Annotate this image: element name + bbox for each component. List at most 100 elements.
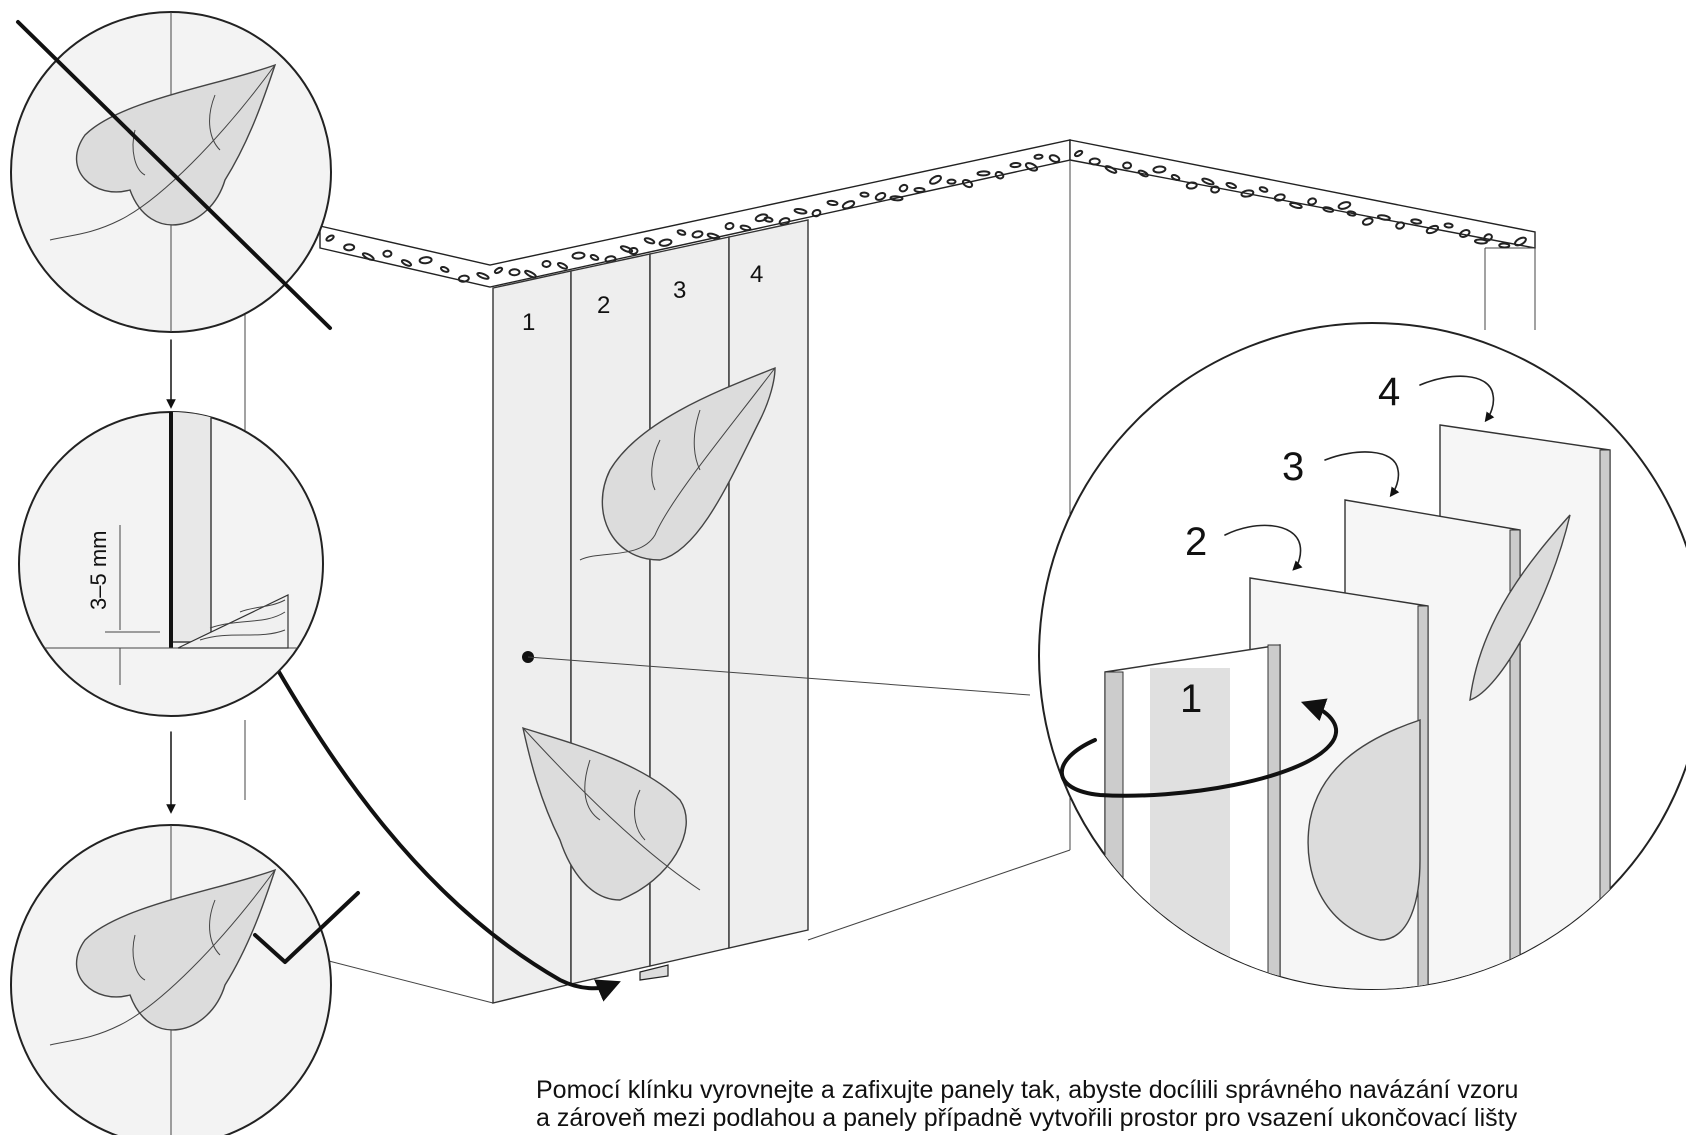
ceiling-speckle — [1322, 206, 1335, 213]
ceiling-band-right — [1069, 139, 1536, 249]
ceiling-speckle — [1240, 189, 1255, 198]
detail-circle-gap: 3–5 mm — [18, 411, 324, 717]
ceiling-speckle — [1170, 174, 1181, 181]
ceiling-speckle — [556, 261, 569, 270]
ceiling-speckle — [1337, 201, 1352, 210]
panel-label-2: 2 — [597, 292, 610, 319]
ceiling-speckle — [1009, 162, 1022, 169]
ceiling-speckle — [361, 252, 375, 261]
panel-label-4: 4 — [750, 261, 763, 288]
ceiling-speckle — [874, 192, 887, 201]
ceiling-speckle — [1513, 236, 1527, 247]
caption-line-2: a zároveň mezi podlahou a panely případn… — [536, 1104, 1518, 1132]
ceiling-speckle — [1104, 165, 1118, 174]
arrow-2 — [1224, 524, 1303, 571]
ceiling-speckle — [541, 259, 552, 268]
ceiling-speckle — [1425, 224, 1440, 235]
arrow-3 — [1324, 451, 1400, 498]
ceiling-speckle — [1395, 221, 1405, 230]
panel-label-1: 1 — [522, 309, 535, 336]
ceiling-speckle — [658, 238, 673, 247]
ceiling-speckle — [1459, 229, 1471, 238]
ceiling-speckle — [1033, 153, 1044, 160]
zoom-label-1: 1 — [1180, 677, 1202, 721]
ceiling-speckle — [1410, 218, 1423, 225]
panel-leaf-upper — [579, 366, 776, 561]
ceiling-speckle — [1073, 149, 1084, 158]
ceiling-speckle — [571, 251, 586, 260]
wedge-pointer-arrow — [270, 658, 621, 1002]
ceiling-speckle — [1483, 233, 1493, 242]
ceiling-speckle — [889, 195, 904, 202]
detail-circle-correct — [10, 824, 360, 1135]
ceiling-speckle — [1361, 217, 1374, 226]
ceiling-speckle — [1346, 210, 1357, 217]
zoom-label-2: 2 — [1185, 520, 1207, 564]
zoom-number-labels: 1 2 3 4 — [1180, 370, 1400, 721]
ceiling-speckle — [929, 174, 942, 185]
ceiling-speckle — [400, 259, 413, 267]
ceiling-speckle — [859, 191, 870, 198]
check-mark-icon — [253, 891, 360, 964]
zoom-label-3: 3 — [1282, 445, 1304, 489]
ceiling-speckle — [946, 178, 957, 185]
panel-number-labels: 1 2 3 4 — [522, 261, 763, 336]
ceiling-speckle — [1289, 201, 1303, 210]
ceiling-speckle — [1376, 214, 1391, 221]
ceiling-speckle — [739, 224, 752, 232]
ceiling-speckle — [325, 234, 335, 242]
zoom-circle — [1038, 322, 1686, 990]
ceiling-speckle — [976, 170, 991, 177]
ceiling-speckle — [628, 246, 639, 256]
ceiling-speckle — [476, 271, 490, 280]
panel-4 — [728, 219, 809, 949]
ceiling-speckle — [619, 245, 634, 254]
ceiling-speckle-pattern — [325, 149, 1527, 283]
ceiling-speckle — [382, 249, 393, 258]
detail-circle-wrong — [10, 11, 332, 333]
panel-leaf-lower — [522, 726, 701, 901]
ceiling-speckle — [676, 229, 687, 236]
panel-label-3: 3 — [673, 277, 686, 304]
ceiling-speckle — [706, 232, 721, 240]
ceiling-speckle — [961, 178, 974, 189]
ceiling-speckle — [811, 208, 822, 218]
ceiling-speckle — [343, 243, 356, 252]
arrow-4 — [1419, 375, 1495, 423]
zoom-label-4: 4 — [1378, 370, 1400, 414]
ceiling-speckle — [493, 266, 504, 275]
callout-line — [527, 656, 1031, 696]
ceiling-speckle — [589, 254, 600, 261]
ceiling-speckle — [763, 216, 774, 223]
ceiling-speckle — [457, 274, 470, 283]
ceiling-speckle — [1210, 185, 1221, 194]
room-walls — [244, 139, 1536, 1004]
ceiling-speckle — [691, 230, 704, 239]
ceiling-speckle — [643, 237, 656, 245]
ceiling-speckle — [1443, 222, 1454, 229]
ceiling-speckle — [1201, 177, 1215, 186]
rotate-arrow-icon — [1059, 698, 1338, 798]
ceiling-speckle — [724, 221, 735, 231]
wall-panels — [492, 219, 1031, 1004]
ceiling-speckle — [898, 183, 909, 193]
ceiling-speckle — [754, 213, 769, 223]
ceiling-speckle — [439, 265, 450, 273]
ceiling-speckle — [1273, 193, 1286, 202]
ceiling-speckle — [1185, 181, 1198, 190]
ceiling-speckle — [1307, 197, 1318, 206]
ceiling-speckle — [1152, 165, 1167, 174]
caption-line-1: Pomocí klínku vyrovnejte a zafixujte pan… — [536, 1076, 1519, 1104]
ceiling-speckle — [1122, 161, 1133, 170]
wedge — [639, 964, 669, 981]
gap-dimension-label: 3–5 mm — [86, 531, 111, 610]
ceiling-speckle — [994, 170, 1005, 180]
ceiling-speckle — [1498, 242, 1511, 249]
ceiling-speckle — [1137, 169, 1149, 178]
ceiling-speckle — [1258, 186, 1269, 193]
ceiling-speckle — [826, 199, 839, 207]
ceiling-speckle — [1225, 181, 1237, 190]
ceiling-speckle — [793, 208, 808, 215]
wrong-strike-line — [16, 20, 332, 330]
